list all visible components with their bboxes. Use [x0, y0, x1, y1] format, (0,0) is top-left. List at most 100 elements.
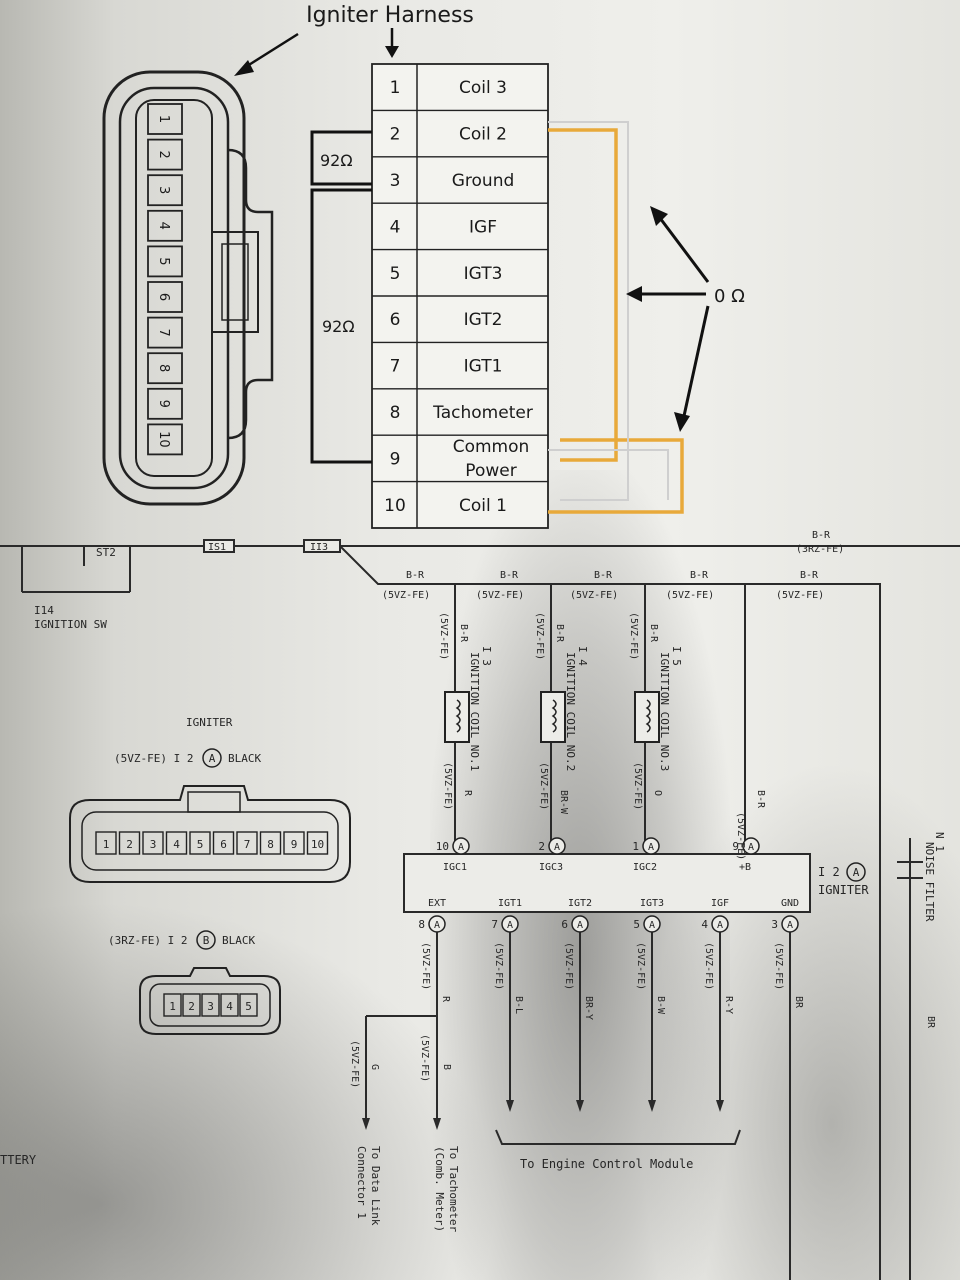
dest-tach-line2: (Comb. Meter): [433, 1146, 446, 1232]
tach-wire: B: [441, 1064, 452, 1070]
bus-wire-model: (5VZ-FE): [666, 590, 714, 601]
conn-a-pin-number: 10: [311, 838, 324, 851]
ignition-coil-symbol: [634, 691, 660, 743]
igniter-connector-a: [69, 785, 351, 883]
conn-b-pin-box: [239, 993, 258, 1017]
conn-a-circle: [202, 748, 222, 768]
box-top-pin-circle: [452, 837, 470, 855]
coil-name: IGNITION COIL NO.3: [658, 652, 671, 771]
bus-wire-color: B-R: [406, 570, 425, 581]
conn-a-pin-box: [259, 831, 282, 855]
box-top-pin-letter: A: [748, 842, 754, 853]
conn-a-pin-number: 9: [291, 838, 298, 851]
box-top-pin-number: 9: [732, 840, 739, 853]
coil-out-model: (5VZ-FE): [632, 762, 643, 810]
harness-pin-number: 1: [156, 115, 171, 123]
box-bottom-pin-circle: [643, 915, 661, 933]
harness-pin-box: [147, 316, 183, 349]
wire-top-model: (3RZ-FE): [796, 544, 844, 555]
coil-in-wire: B-R: [554, 624, 565, 643]
conn-a-pin-box: [189, 831, 211, 855]
harness-title: Igniter Harness: [306, 3, 474, 28]
pin-table-label: IGT1: [464, 357, 503, 377]
conn-b-circle: [196, 930, 216, 950]
conn-a-circle-letter: A: [209, 752, 216, 765]
coil-out-model: (5VZ-FE): [442, 762, 453, 810]
pin-table-label: IGF: [469, 217, 497, 237]
box-bottom-wire-color: B-L: [513, 996, 524, 1014]
conn-a-pin-box: [142, 831, 164, 855]
pin-table-number: 8: [390, 403, 401, 423]
pin-table-label: Ground: [452, 171, 515, 191]
coil-id: I 5: [670, 646, 683, 666]
box-bottom-pin-name: IGT2: [568, 898, 592, 909]
coil-winding: [455, 699, 461, 733]
pin-table-label: Coil 2: [459, 125, 507, 145]
fuse-1-label: IS1: [208, 542, 226, 553]
box-bottom-pin-number: 5: [633, 918, 640, 931]
box-bottom-pin-name: IGF: [711, 898, 729, 909]
igniter-box-circle: [846, 862, 866, 882]
conn-a-pin-number: 4: [173, 838, 180, 851]
harness-pin-box: [147, 281, 183, 313]
box-top-pin-name: IGC2: [633, 862, 657, 873]
dest-ecm: To Engine Control Module: [520, 1157, 693, 1171]
harness-pin-number: 9: [156, 400, 171, 408]
shadow-region-right: [640, 760, 960, 1280]
conn-b-pin-number: 1: [169, 1000, 176, 1013]
conn-b-pin-number: 4: [226, 1000, 233, 1013]
box-bottom-pin-name: EXT: [428, 898, 446, 909]
coil-in-wire: B-R: [648, 624, 659, 643]
box-bottom-wire-color: R-Y: [723, 996, 734, 1014]
fuse-2-label: II3: [310, 542, 328, 553]
conn-a-pin-box: [165, 831, 188, 855]
plus-b-wire: B-R: [755, 790, 766, 809]
conn-a-pin-box: [212, 831, 235, 855]
harness-pin-box: [147, 103, 183, 135]
box-bottom-pin-circle: [711, 915, 729, 933]
coil-id: I 4: [576, 646, 589, 666]
box-top-pin-letter: A: [458, 842, 464, 853]
box-bottom-pin-letter: A: [577, 920, 583, 931]
box-top-pin-name: +B: [739, 862, 751, 873]
box-bottom-pin-number: 7: [491, 918, 498, 931]
box-top-pin-number: 1: [632, 840, 639, 853]
box-bottom-pin-number: 6: [561, 918, 568, 931]
igniter-conn-b-label: (3RZ-FE) I 2: [108, 934, 187, 947]
harness-pin-box: [147, 423, 183, 456]
box-bottom-pin-letter: A: [434, 920, 440, 931]
bus-wire-color: B-R: [500, 570, 519, 581]
box-bottom-wire-model: (5VZ-FE): [563, 942, 574, 990]
conn-a-pin-box: [95, 831, 117, 855]
box-bottom-pin-circle: [781, 915, 799, 933]
box-bottom-pin-circle: [501, 915, 519, 933]
box-top-pin-circle: [642, 837, 660, 855]
pin-table-number: 3: [390, 171, 401, 191]
conn-a-pin-number: 2: [126, 838, 133, 851]
coil-in-wire: B-R: [458, 624, 469, 643]
ignition-coil-symbol: [444, 691, 470, 743]
box-top-pin-name: IGC1: [443, 862, 467, 873]
pin-table-number: 1: [390, 78, 401, 98]
resistance-label-large: 92Ω: [322, 317, 355, 336]
conn-a-color: BLACK: [228, 752, 261, 765]
coil-id: I 3: [480, 646, 493, 666]
box-bottom-pin-number: 4: [701, 918, 708, 931]
noise-filter-id: N 1: [933, 832, 946, 852]
harness-pin-number: 2: [156, 150, 171, 158]
conn-a-pin-number: 1: [103, 838, 110, 851]
pin-table-number: 4: [390, 217, 401, 237]
box-top-pin-letter: A: [554, 842, 560, 853]
pin-table-label: Coil 1: [459, 496, 507, 516]
harness-pin-number: 7: [156, 328, 171, 336]
box-bottom-wire-color: BR: [793, 996, 804, 1009]
coil-in-model: (5VZ-FE): [628, 612, 639, 660]
conn-a-pin-box: [306, 831, 329, 855]
coil-name: IGNITION COIL NO.1: [468, 652, 481, 771]
igniter-conn-a-label: (5VZ-FE) I 2: [114, 752, 193, 765]
box-top-pin-number: 2: [538, 840, 545, 853]
conn-a-pin-box: [236, 831, 258, 855]
conn-a-pin-number: 8: [267, 838, 274, 851]
arrow-line-connector: [243, 32, 299, 70]
